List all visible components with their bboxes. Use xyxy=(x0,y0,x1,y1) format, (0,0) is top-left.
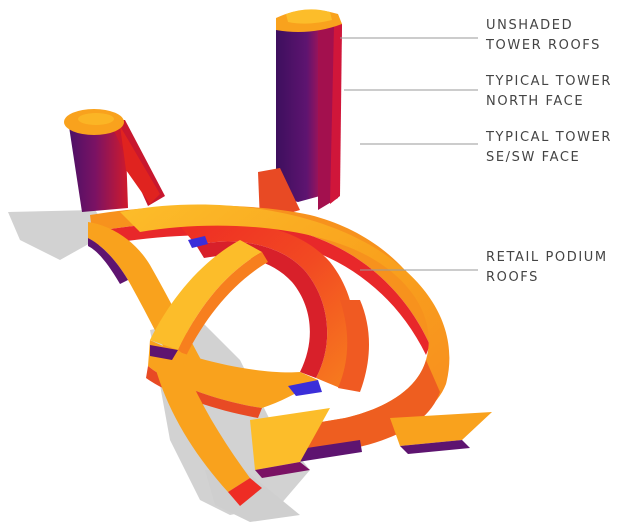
label-sesw-face-line1: TYPICAL TOWER xyxy=(486,128,612,148)
podium-right-wing xyxy=(390,412,492,454)
label-north-face-line1: TYPICAL TOWER xyxy=(486,72,612,92)
label-podium-roofs-line1: RETAIL PODIUM xyxy=(486,248,608,268)
label-podium-roofs-line2: ROOFS xyxy=(486,268,608,288)
label-sesw-face: TYPICAL TOWER SE/SW FACE xyxy=(486,128,612,168)
label-unshaded-roofs-line1: UNSHADED xyxy=(486,16,601,36)
left-tower xyxy=(64,109,165,212)
label-north-face-line2: NORTH FACE xyxy=(486,92,612,112)
right-tower xyxy=(258,9,342,222)
label-north-face: TYPICAL TOWER NORTH FACE xyxy=(486,72,612,112)
label-sesw-face-line2: SE/SW FACE xyxy=(486,148,612,168)
label-unshaded-roofs: UNSHADED TOWER ROOFS xyxy=(486,16,601,56)
label-podium-roofs: RETAIL PODIUM ROOFS xyxy=(486,248,608,288)
label-unshaded-roofs-line2: TOWER ROOFS xyxy=(486,36,601,56)
